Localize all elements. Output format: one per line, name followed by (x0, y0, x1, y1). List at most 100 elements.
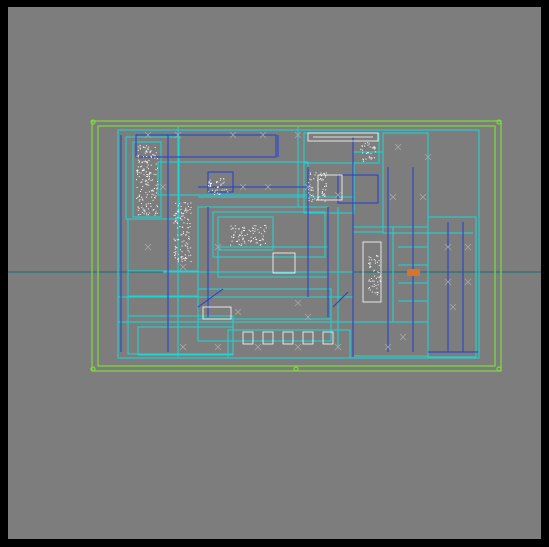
hatch-dot (308, 197, 310, 199)
hatch-dot (323, 193, 325, 195)
hatch-dot (367, 152, 369, 154)
hatch-dot (152, 189, 154, 191)
hatch-dot (143, 146, 145, 148)
hatch-dot (238, 234, 240, 236)
hatch-dot (322, 195, 324, 196)
x-marker (464, 278, 472, 286)
hatch-dot (137, 156, 139, 158)
hatch-dot (137, 170, 139, 172)
hatch-dot (139, 145, 141, 147)
hatch-dot (144, 152, 146, 154)
hatch-dot (220, 184, 222, 186)
hatch-dot (184, 244, 186, 246)
hatch-dot (175, 202, 177, 204)
hatch-dot (147, 181, 149, 183)
hatch-dot (324, 176, 326, 178)
x-marker (144, 243, 152, 251)
hatch-dot (151, 193, 153, 195)
hatch-dot (246, 233, 248, 235)
hatch-dot (253, 225, 255, 227)
hatch-dot (147, 148, 149, 150)
hatch-dot (368, 156, 370, 158)
hatch-dot (181, 258, 183, 260)
hatch-dot (184, 254, 186, 256)
hatch-dot (190, 212, 192, 214)
hatch-dot (150, 155, 152, 157)
hatch-dot (185, 257, 186, 259)
hatch-dot (309, 173, 311, 175)
hatch-dot (186, 246, 188, 248)
hatch-dot (363, 160, 364, 162)
hatch-dot (147, 176, 148, 178)
hatch-dot (148, 177, 150, 179)
hatch-dot (184, 260, 186, 261)
hatch-dot (309, 186, 311, 187)
hatch-dot (242, 239, 244, 241)
hatch-dot (190, 254, 192, 256)
hatch-dot (322, 194, 324, 196)
hatch-dot (368, 157, 370, 159)
hatch-dot (369, 146, 371, 148)
hatch-dot (377, 271, 379, 273)
hatch-dot (260, 226, 262, 228)
hatch-dot (215, 190, 217, 192)
hatch-dot (223, 189, 225, 191)
hatch-dot (146, 214, 148, 216)
hatch-dot (176, 247, 178, 249)
hatch-dot (154, 197, 156, 198)
hatch-dot (139, 160, 140, 162)
hatch-dot (181, 212, 182, 214)
hatch-dot (263, 229, 265, 231)
hatch-dot (143, 161, 145, 163)
hatch-dot (241, 231, 243, 233)
hatch-dot (374, 151, 376, 153)
hatch-dot (234, 231, 236, 233)
x-marker (384, 343, 392, 351)
floor-plan-drawing (8, 119, 541, 372)
hatch-dot (370, 153, 372, 155)
hatch-dot (177, 227, 179, 229)
x-marker (304, 313, 312, 321)
hatch-dot (138, 200, 140, 202)
hatch-dot (373, 146, 375, 148)
cad-viewport[interactable] (8, 7, 541, 539)
hatch-dot (318, 196, 320, 198)
hatch-dot (150, 205, 152, 207)
x-marker (214, 343, 222, 351)
hatch-dot (181, 234, 183, 236)
hatch-dot (264, 225, 266, 226)
hatch-dot (137, 146, 139, 148)
hatch-dot (137, 173, 138, 175)
hatch-dot (141, 198, 143, 200)
hatch-dot (182, 231, 184, 233)
hatch-dot (153, 154, 155, 156)
hatch-dot (371, 259, 373, 261)
hatch-dot (261, 233, 263, 235)
hatch-dot (368, 279, 370, 281)
hatch-dot (360, 148, 362, 150)
hatch-dot (190, 202, 192, 204)
hatch-dot (155, 163, 157, 165)
hatch-dot (210, 182, 212, 184)
x-marker (179, 263, 187, 271)
hatch-dot (155, 192, 157, 194)
hatch-dot (143, 174, 145, 176)
hatch-dot (146, 194, 148, 196)
hatch-dot (230, 225, 232, 227)
hatch-dot (152, 190, 154, 192)
hatch-dot (369, 289, 371, 291)
hatch-dot (175, 247, 177, 249)
x-marker (294, 131, 302, 139)
hatch-dot (138, 195, 140, 197)
hatch-dot (145, 175, 147, 177)
hatch-dot (321, 178, 323, 180)
hatch-dot (177, 234, 179, 236)
hatch-dot (379, 279, 381, 281)
hatch-dot (155, 169, 157, 171)
hatch-dot (140, 172, 142, 174)
hatch-dot (212, 190, 213, 192)
hatch-dot (219, 193, 221, 195)
hatch-dot (252, 230, 254, 231)
hatch-dot (374, 148, 376, 150)
hatch-dot (157, 167, 158, 169)
